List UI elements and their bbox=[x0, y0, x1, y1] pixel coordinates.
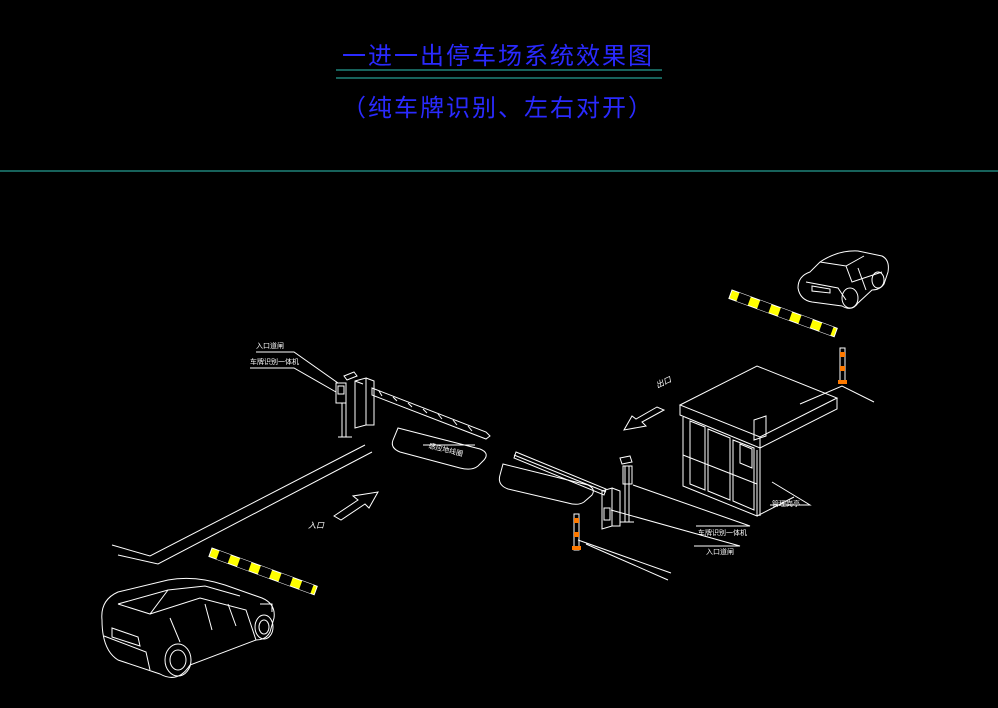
warning-post-right bbox=[838, 347, 847, 384]
label-leader-lines bbox=[250, 351, 875, 547]
exit-lpr-camera bbox=[619, 455, 634, 523]
label-entrance-lpr-camera: 车牌识别一体机 bbox=[250, 358, 299, 366]
upper-striped-barrier bbox=[728, 289, 838, 338]
entrance-coil-pad bbox=[391, 427, 487, 470]
diagram-title: 一进一出停车场系统效果图 bbox=[342, 42, 654, 70]
lower-striped-barrier bbox=[208, 547, 318, 596]
title-underlines bbox=[336, 69, 662, 79]
entrance-direction-arrow bbox=[333, 491, 379, 521]
entrance-lpr-camera bbox=[335, 371, 358, 438]
diagram-subtitle: （纯车牌识别、左右对开） bbox=[342, 94, 654, 122]
label-right-lpr-camera: 车牌识别一体机 bbox=[698, 529, 747, 537]
label-entrance-gate: 入口道闸 bbox=[256, 342, 284, 350]
entrance-car bbox=[101, 577, 275, 678]
exit-car bbox=[797, 250, 889, 309]
exit-coil-pad bbox=[498, 463, 594, 505]
exit-barrier-gate bbox=[513, 451, 621, 530]
exit-direction-arrow bbox=[623, 406, 666, 431]
label-booth: 管理岗亭 bbox=[772, 500, 800, 508]
warning-post-left bbox=[572, 513, 581, 551]
entrance-barrier-gate bbox=[354, 377, 491, 440]
label-entrance: 入口 bbox=[308, 521, 324, 530]
guard-booth bbox=[678, 365, 839, 517]
right-curb-line bbox=[577, 539, 672, 581]
left-curb-line bbox=[111, 444, 373, 565]
label-right-gate: 入口道闸 bbox=[706, 548, 734, 556]
